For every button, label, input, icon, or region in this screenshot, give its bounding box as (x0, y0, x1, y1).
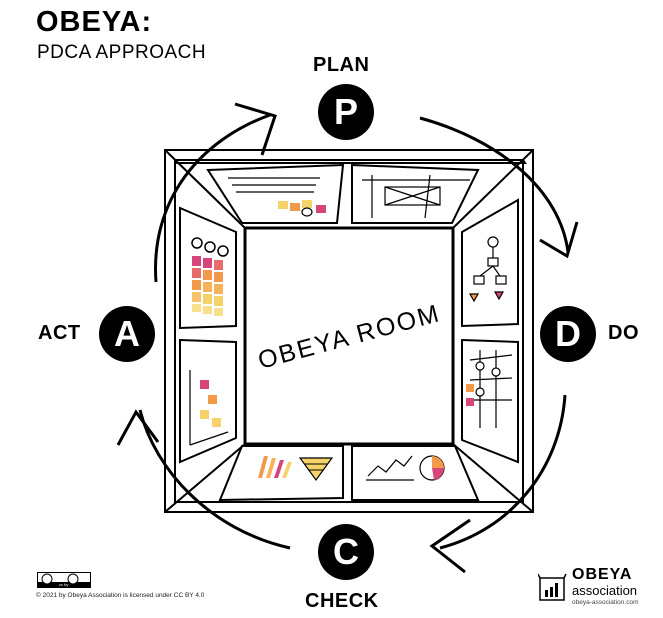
bottom-left-board (218, 445, 344, 502)
right-upper-board-flowchart (468, 236, 507, 303)
room-label: OBEYA ROOM (255, 299, 443, 375)
do-badge: D (540, 306, 596, 362)
left-wall-boards (179, 206, 237, 464)
act-to-plan-arrowhead (234, 102, 277, 156)
plan-label: PLAN (313, 54, 370, 76)
obeya-logo-icon (538, 573, 567, 601)
brand-name: OBEYA (572, 566, 633, 583)
act-badge: A (99, 306, 155, 362)
cc-badge-text: cc by (59, 582, 69, 587)
act-label: ACT (38, 322, 81, 344)
bottom-right-board (351, 445, 480, 501)
check-badge: C (318, 524, 374, 580)
brand-url: obeya-association.com (572, 599, 639, 606)
page-subtitle: PDCA APPROACH (37, 42, 207, 63)
bottom-right-board-content (366, 455, 445, 481)
left-lower-board-content (189, 370, 229, 446)
top-right-board-content (362, 174, 470, 219)
check-label: CHECK (305, 590, 379, 612)
top-left-board-content (228, 177, 326, 217)
right-lower-board (461, 338, 519, 464)
do-label: DO (608, 322, 639, 344)
plan-to-do-arrowhead (539, 221, 579, 259)
top-wall-boards (206, 163, 480, 224)
check-to-act-arrow (138, 409, 291, 550)
pdca-cycle-arrows (116, 102, 579, 574)
do-to-check-arrowhead (429, 518, 471, 574)
left-upper-board-heatmap (191, 237, 229, 316)
do-to-check-arrow (439, 394, 567, 550)
check-to-act-arrowhead (116, 409, 160, 446)
plan-to-do-arrow (419, 116, 570, 253)
bottom-left-board-content (258, 456, 334, 482)
obeya-association-brand: OBEYA association obeya-association.com (538, 566, 658, 612)
plan-badge: P (318, 84, 374, 140)
license-text: © 2021 by Obeya Association is licensed … (36, 592, 205, 599)
right-lower-board-content (466, 350, 513, 428)
creative-commons-icon: cc by (37, 572, 91, 593)
room-frame (164, 149, 534, 513)
act-to-plan-arrow (154, 113, 271, 283)
page-title: OBEYA: (36, 6, 153, 38)
top-right-board (351, 163, 480, 224)
top-left-board (206, 163, 345, 224)
brand-subtitle: association (572, 583, 638, 598)
